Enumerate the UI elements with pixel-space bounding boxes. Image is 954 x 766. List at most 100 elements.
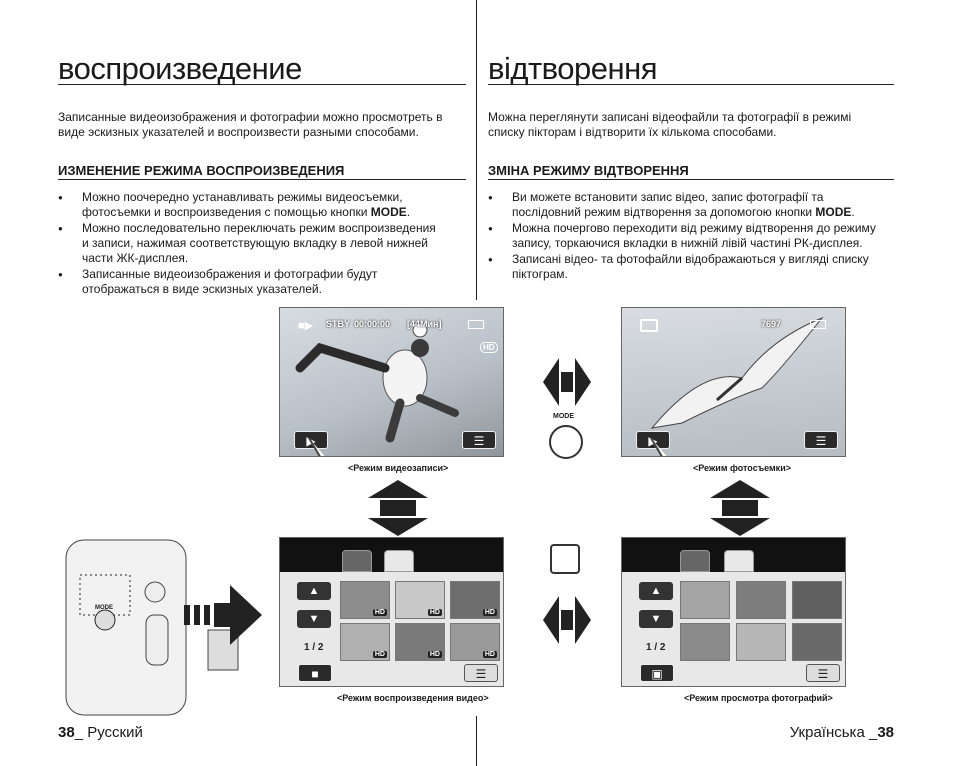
intro-uk-line1: Можна переглянути записані відеофайли та…	[488, 110, 852, 124]
footer-page-ru: 38_ Русский	[58, 724, 143, 741]
bullet-text: Ви можете встановити запис відео, запис …	[512, 190, 824, 204]
intro-ru-line2: виде эскизных указателей и воспроизвести…	[58, 125, 419, 139]
menu-icon: ☰	[475, 667, 487, 681]
tab-button-illustration	[550, 544, 580, 574]
tab-photo-thumbs[interactable]	[384, 550, 414, 572]
mode-label: MODE	[95, 605, 113, 611]
camcorder-icon: ■▶	[298, 320, 314, 332]
list-item[interactable]: HD	[395, 623, 445, 661]
page-number-right: 38	[877, 724, 894, 741]
mode-label: MODE	[553, 413, 574, 420]
intro-uk: Можна переглянути записані відеофайли та…	[488, 110, 851, 140]
record-mode-button[interactable]: ■	[298, 664, 332, 682]
right-arrow-icon	[184, 585, 262, 645]
footer-language-ru: _ Русский	[74, 724, 143, 741]
list-item[interactable]	[792, 623, 842, 661]
video-mode-caption: <Режим видеозаписи>	[348, 463, 449, 473]
column-divider	[476, 0, 477, 300]
down-arrow-icon: ▼	[650, 613, 662, 625]
tab-video-thumbs[interactable]	[680, 550, 710, 572]
list-item[interactable]: HD	[395, 581, 445, 619]
tab-photo-thumbs[interactable]	[724, 550, 754, 572]
page-number-left: 38	[58, 724, 75, 741]
list-item[interactable]	[792, 581, 842, 619]
bullet-text: .	[851, 205, 855, 219]
double-arrow-icon	[368, 480, 428, 536]
scroll-down-button[interactable]: ▼	[639, 610, 673, 628]
list-item: Записані відео- та фотофайли відображают…	[488, 252, 894, 282]
hd-badge: HD	[482, 651, 497, 658]
bullet-text: послідовний режим відтворення за допомог…	[512, 205, 816, 219]
page-number: 1 / 2	[646, 642, 666, 653]
battery-icon	[810, 320, 826, 329]
scroll-up-button[interactable]: ▲	[639, 582, 673, 600]
video-thumbnail-screen: ▲ ▼ 1 / 2 HD HD HD HD HD HD ■ ☰	[279, 537, 504, 687]
seagull-illustration	[650, 316, 824, 429]
intro-uk-line2: списку пікторам і відтворити їх кількома…	[488, 125, 777, 139]
page-title-uk: відтворення	[488, 52, 894, 86]
list-item[interactable]: HD	[340, 581, 390, 619]
record-mode-button[interactable]: ▣	[640, 664, 674, 682]
bullet-text: отображаться в виде эскизных указателей.	[82, 282, 322, 296]
bullet-bold: MODE	[815, 205, 852, 219]
bullet-text: Можно поочередно устанавливать режимы ви…	[82, 190, 403, 204]
list-item[interactable]: HD	[450, 581, 500, 619]
camcorder-body-illustration	[65, 539, 239, 716]
bullet-text: части ЖК-дисплея.	[82, 251, 189, 265]
scroll-down-button[interactable]: ▼	[297, 610, 331, 628]
hd-badge: HD	[427, 651, 442, 658]
double-arrow-icon	[710, 480, 770, 536]
bullet-text: Можна почергово переходити від режиму ві…	[512, 221, 876, 235]
list-item: Можна почергово переходити від режиму ві…	[488, 221, 894, 251]
camera-icon	[640, 319, 658, 332]
menu-icon: ☰	[817, 667, 829, 681]
bullet-list-ru: Можно поочередно устанавливать режимы ви…	[58, 190, 466, 298]
remaining-time: [44Мин]	[407, 319, 442, 329]
down-arrow-icon: ▼	[308, 613, 320, 625]
double-arrow-icon	[543, 358, 591, 406]
scroll-up-button[interactable]: ▲	[297, 582, 331, 600]
tab-video-thumbs[interactable]	[342, 550, 372, 572]
intro-ru: Записанные видеоизображения и фотографии…	[58, 110, 443, 140]
hd-badge: HD	[482, 609, 497, 616]
list-item[interactable]: HD	[450, 623, 500, 661]
list-item[interactable]: HD	[340, 623, 390, 661]
timecode: 00:00:00	[354, 319, 391, 329]
hd-badge: HD	[427, 609, 442, 616]
menu-icon: ☰	[815, 434, 827, 448]
menu-button[interactable]: ☰	[462, 431, 496, 449]
photo-count: 7697	[761, 319, 782, 329]
bullet-text: запису, торкаючися вкладки в нижній ліві…	[512, 236, 863, 250]
video-record-screen: ■▶ STBY 00:00:00 [44Мин] HD ▶ ☰	[279, 307, 504, 457]
video-playback-caption: <Режим воспроизведения видео>	[337, 693, 489, 703]
hd-badge: HD	[372, 609, 387, 616]
footer-divider	[476, 716, 477, 766]
camera-icon: ▣	[651, 667, 663, 681]
hd-icon: HD	[480, 342, 498, 353]
bullet-text: Записанные видеоизображения и фотографии…	[82, 267, 378, 281]
photo-playback-caption: <Режим просмотра фотографий>	[684, 693, 833, 703]
list-item: Ви можете встановити запис відео, запис …	[488, 190, 894, 220]
intro-ru-line1: Записанные видеоизображения и фотографии…	[58, 110, 443, 124]
hand-icon	[650, 437, 667, 456]
photo-thumbnail-screen: ▲ ▼ 1 / 2 ▣ ☰	[621, 537, 846, 687]
hand-icon	[308, 437, 325, 456]
section-heading-ru: ИЗМЕНЕНИЕ РЕЖИМА ВОСПРОИЗВЕДЕНИЯ	[58, 163, 466, 180]
battery-icon	[468, 320, 484, 329]
menu-button[interactable]: ☰	[464, 664, 498, 682]
menu-button[interactable]: ☰	[804, 431, 838, 449]
footer-page-uk: Українська _38	[790, 724, 894, 741]
mode-button[interactable]	[549, 425, 583, 459]
bullet-text: Записані відео- та фотофайли відображают…	[512, 252, 869, 266]
section-heading-uk: ЗМІНА РЕЖИМУ ВІДТВОРЕННЯ	[488, 163, 894, 180]
list-item: Можно поочередно устанавливать режимы ви…	[58, 190, 466, 220]
menu-button[interactable]: ☰	[806, 664, 840, 682]
list-item[interactable]	[680, 623, 730, 661]
bullet-text: и записи, нажимая соответствующую вкладк…	[82, 236, 428, 250]
list-item[interactable]	[736, 623, 786, 661]
list-item[interactable]	[680, 581, 730, 619]
photo-record-screen: 7697 ▶ ☰	[621, 307, 846, 457]
page-title-ru: воспроизведение	[58, 52, 466, 86]
list-item[interactable]	[736, 581, 786, 619]
bullet-text: фотосъемки и воспроизведения с помощью к…	[82, 205, 371, 219]
